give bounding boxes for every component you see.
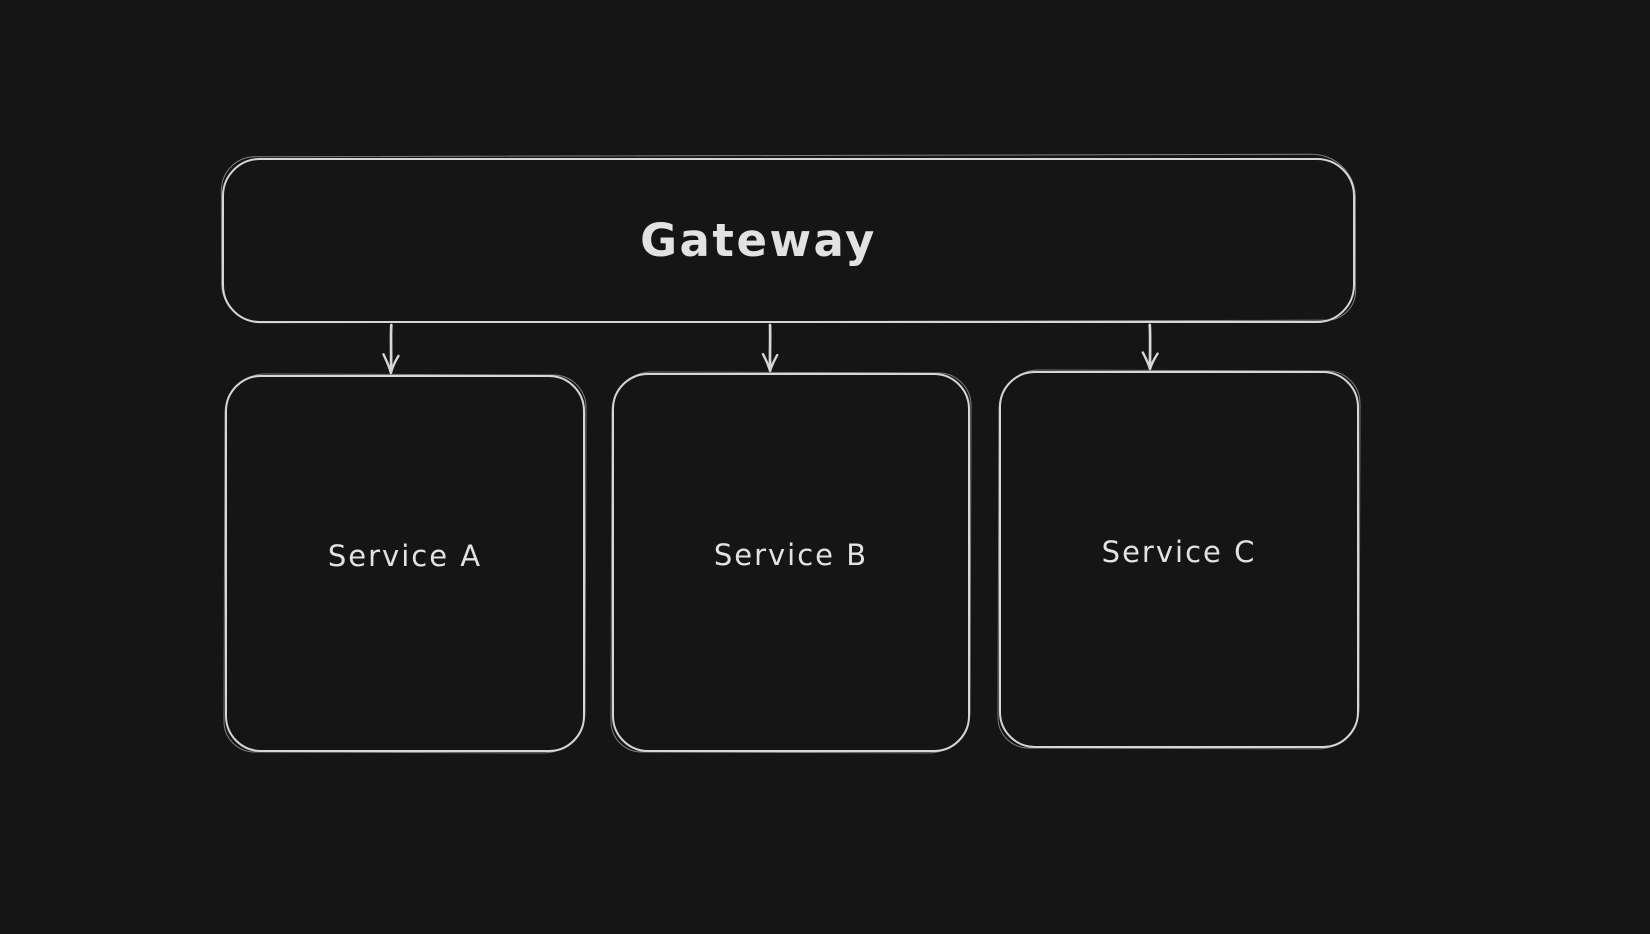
node-gateway[interactable]: Gateway (222, 158, 1355, 323)
node-service-c[interactable]: Service C (999, 371, 1359, 748)
node-service-b[interactable]: Service B (612, 373, 970, 752)
edge-arrow-gateway-to-service-b[interactable] (755, 324, 785, 373)
node-service-c-label: Service C (1101, 534, 1257, 569)
edge-arrow-gateway-to-service-c[interactable] (1135, 324, 1165, 371)
node-service-a-label: Service A (327, 538, 483, 573)
node-service-b-label: Service B (713, 537, 869, 572)
node-service-a[interactable]: Service A (225, 375, 585, 752)
node-gateway-label: Gateway (640, 214, 877, 267)
edge-arrow-gateway-to-service-a[interactable] (376, 324, 406, 375)
